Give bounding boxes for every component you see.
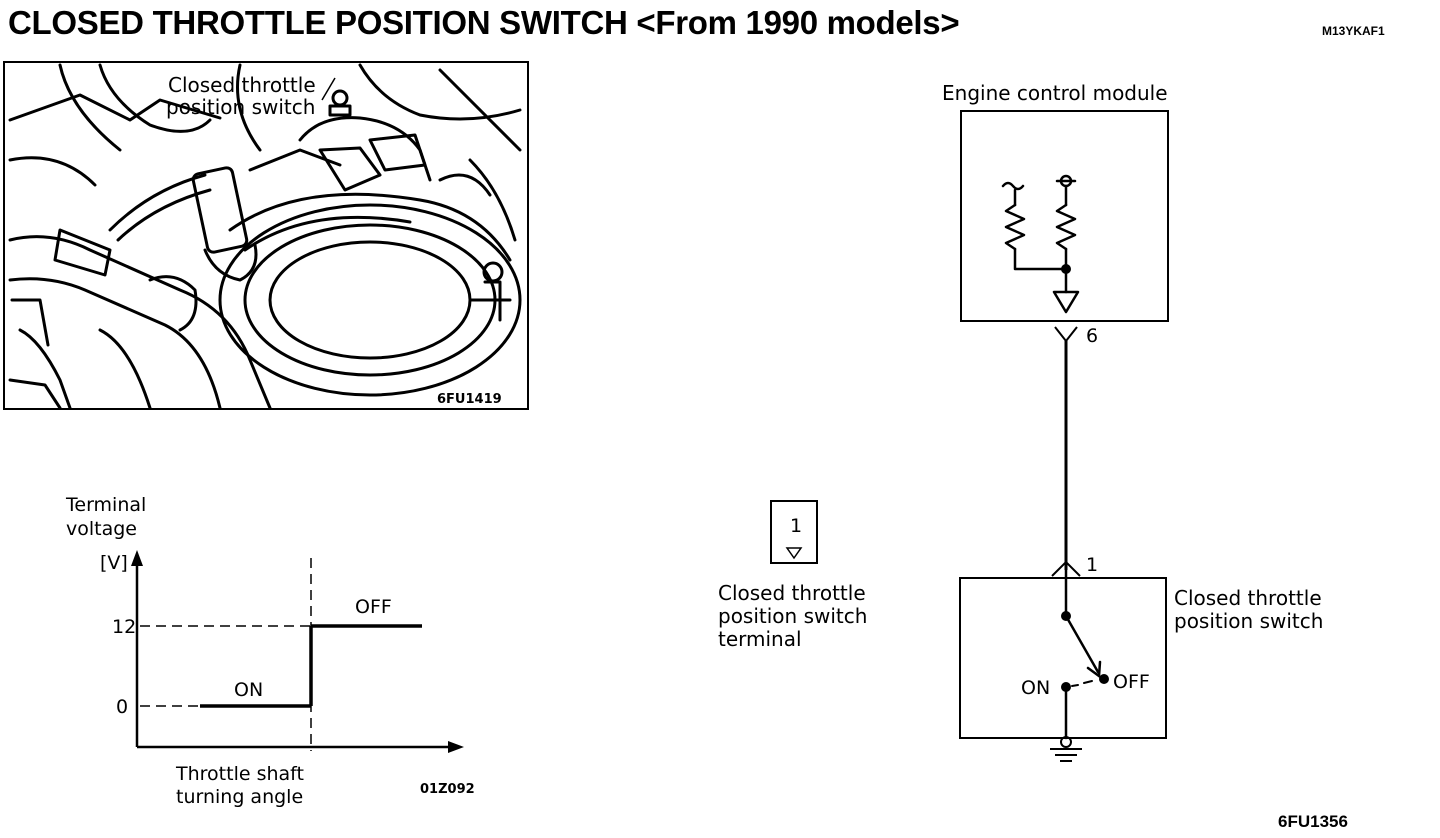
switch-pivot-dot	[1061, 611, 1071, 621]
ground-triangle-icon	[1052, 290, 1080, 314]
graph-x-arrow-icon	[448, 741, 464, 753]
switch-on-contact	[1061, 682, 1071, 692]
graph-y-arrow-icon	[131, 550, 143, 566]
switch-on-label: ON	[1021, 677, 1050, 699]
graph-code: 01Z092	[420, 782, 475, 797]
photo-label-line1: Closed throttle	[168, 73, 316, 97]
ecm-box	[960, 110, 1169, 322]
chassis-ground-icon	[1050, 736, 1082, 762]
switch-box	[959, 577, 1167, 739]
ecm-junction-dot	[1061, 264, 1071, 274]
ecm-label: Engine control module	[942, 81, 1168, 105]
pin-ecm: 6	[1086, 325, 1098, 347]
page-title: CLOSED THROTTLE POSITION SWITCH <From 19…	[8, 4, 960, 41]
photo-frame	[3, 61, 529, 410]
resistor-right-icon	[1055, 203, 1077, 251]
footer-code: 6FU1356	[1278, 812, 1348, 831]
doc-code: M13YKAF1	[1322, 24, 1385, 38]
graph-ylabel-line2: voltage	[66, 518, 137, 540]
graph-ylabel-line1: Terminal	[65, 494, 146, 516]
engine-photo: Closed throttle position switch 6FU1419	[3, 61, 529, 410]
ac-source-icon	[1001, 181, 1025, 191]
photo-code: 6FU1419	[437, 392, 502, 407]
connector-6-icon	[1054, 326, 1078, 343]
resistor-left-icon	[1004, 203, 1026, 251]
terminal-triangle-icon	[785, 547, 803, 560]
graph-state-on: ON	[234, 679, 263, 701]
switch-arm	[1064, 614, 1100, 674]
voltage-graph: Terminal voltage [V] 12 0 OFF ON Throttl…	[65, 494, 475, 808]
switch-off-contact	[1099, 674, 1109, 684]
switch-label-line2: position switch	[1174, 609, 1323, 633]
legend-line1: Closed throttle	[718, 581, 866, 605]
graph-xlabel-line2: turning angle	[176, 786, 303, 808]
graph-state-off: OFF	[355, 596, 392, 618]
terminal-symbol: 1	[770, 500, 818, 564]
photo-leader-line	[321, 77, 336, 101]
switch-arrow-icon	[1086, 660, 1102, 679]
legend-line3: terminal	[718, 627, 802, 651]
circuit-diagram: Engine control module 6 1 ON OFF	[942, 81, 1323, 762]
graph-xlabel-line1: Throttle shaft	[175, 763, 304, 785]
pin-switch: 1	[1086, 554, 1098, 576]
graph-tick-12: 12	[112, 616, 136, 638]
legend-line2: position switch	[718, 604, 868, 628]
switch-off-label: OFF	[1113, 671, 1150, 693]
graph-yunit: [V]	[100, 552, 128, 574]
switch-label-line1: Closed throttle	[1174, 586, 1322, 610]
photo-label-line2: position switch	[166, 95, 315, 119]
graph-tick-0: 0	[116, 696, 128, 718]
terminal-number: 1	[790, 515, 802, 537]
